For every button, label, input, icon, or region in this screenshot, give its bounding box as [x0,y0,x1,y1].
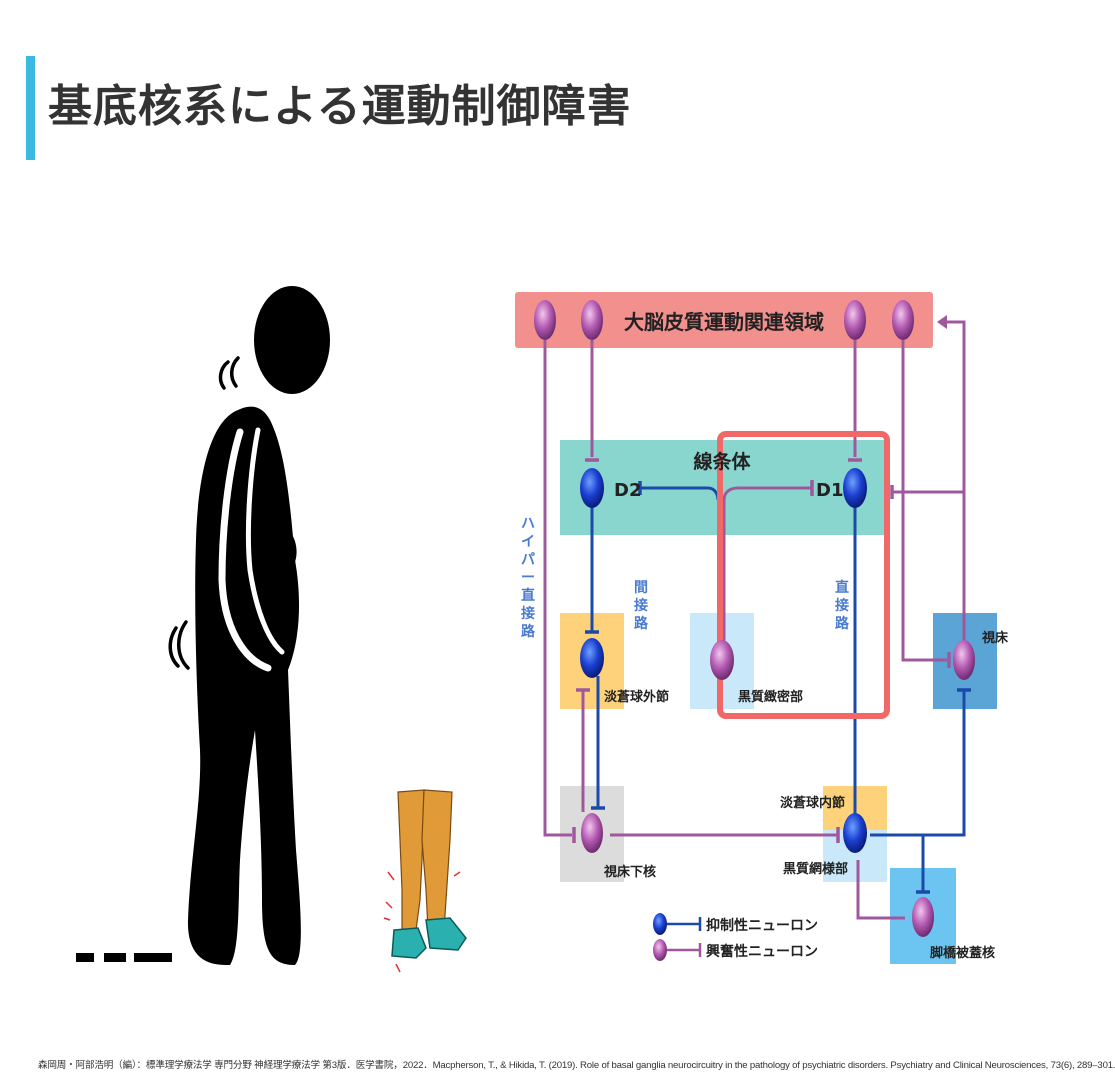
gpe-label: 淡蒼球外節 [604,689,669,705]
d1-label: D1 [816,480,843,501]
striatum-label: 線条体 [693,450,751,473]
d2-neuron [580,468,604,508]
cortex-neuron-1 [534,300,556,340]
gpe-neuron [580,638,604,678]
cortex-neuron-4 [892,300,914,340]
cortex-neuron-2 [581,300,603,340]
stn-neuron [581,813,603,853]
legend: 抑制性ニューロン 興奮性ニューロン [653,913,818,961]
citation: 森岡周・阿部浩明（編）：標準理学療法学 専門分野 神経理学療法学 第3版．医学書… [38,1060,1115,1071]
thalamus-label: 視床 [981,630,1009,646]
snc-label: 黒質緻密部 [738,689,803,705]
stooped-person-illustration [76,286,330,965]
legend-excitatory-label: 興奮性ニューロン [706,943,818,960]
gpi-neuron [843,813,867,853]
direct-path-highlight [717,431,890,719]
legend-excitatory-neuron [653,939,667,961]
shuffling-legs-illustration [383,789,467,973]
excitatory-pathways [543,320,966,920]
hyperdirect-path-label: ハイパー直接路 [521,516,536,640]
d1-neuron [843,468,867,508]
ppn-label: 脚橋被蓋核 [930,945,995,961]
basal-ganglia-diagram: 大脳皮質運動関連領域 線条体 D2 D1 淡蒼球外節 黒質緻密部 視床 視床下核… [515,292,1009,964]
legend-inhibitory-neuron [653,913,667,935]
inhibitory-pathways [590,486,966,892]
gpi-label: 淡蒼球内節 [780,795,845,811]
ppn-neuron [912,897,934,937]
stn-label: 視床下核 [603,864,656,880]
title-accent-bar [26,56,35,160]
indirect-path-label: 間接路 [634,580,649,632]
cortex-neuron-3 [844,300,866,340]
cortex-label: 大脳皮質運動関連領域 [624,310,824,334]
cortex-box [515,292,933,348]
legend-inhibitory-label: 抑制性ニューロン [706,917,818,934]
snr-label: 黒質網様部 [783,861,848,877]
direct-path-label: 直接路 [835,579,850,632]
d2-label: D2 [614,480,641,501]
page-title: 基底核系による運動制御障害 [48,81,632,132]
thalamus-neuron [953,640,975,680]
snc-neuron [710,640,734,680]
